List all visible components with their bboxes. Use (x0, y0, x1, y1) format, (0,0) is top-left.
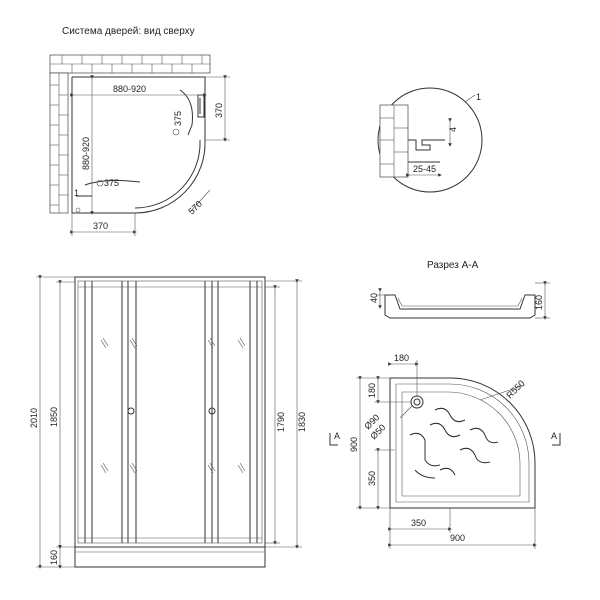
top-view-title: Система дверей: вид сверху (62, 26, 195, 37)
top-view-bottom-label: 370 (93, 221, 108, 231)
tray-bottom-350-label: 350 (411, 518, 426, 528)
tray-top-offset-label: 180 (394, 353, 409, 363)
top-view-570-label: 570 (186, 199, 204, 217)
tray-width-label: 900 (450, 533, 465, 543)
top-view-marker: 1 (74, 188, 79, 198)
front-tray-height-label: 160 (49, 550, 59, 565)
front-view: 2010 1850 160 1790 1830 (29, 275, 307, 569)
top-view-brick-wall (49, 54, 211, 214)
tray-depth-label: 900 (349, 437, 359, 452)
section-height-label: 160 (534, 295, 544, 310)
top-view-r375-label-b: 375 (104, 178, 119, 188)
top-view-side-label: 370 (214, 103, 224, 118)
top-view: Система дверей: вид сверху (49, 26, 230, 236)
front-frame-height-label: 1830 (297, 412, 307, 432)
top-view-r375-label-a: 375 (173, 111, 183, 126)
anti-slip-pattern (409, 407, 499, 479)
right-door-handle-icon (208, 407, 216, 415)
tray-left-350-label: 350 (367, 471, 377, 486)
top-view-width-label: 880-920 (113, 84, 146, 94)
section-mark-right: A (551, 431, 557, 441)
section-view: Разрез А-А 40 160 (369, 260, 550, 320)
tray-radius-label: R550 (504, 378, 526, 400)
detail-view: 4 25-45 1 (377, 87, 483, 193)
detail-gap-label: 4 (448, 127, 458, 132)
front-door-height-label: 1790 (276, 412, 286, 432)
detail-marker: 1 (476, 92, 481, 102)
left-door-handle-icon (127, 407, 135, 415)
drain-outer-icon (410, 395, 424, 409)
tray-left-offset-label: 180 (367, 383, 377, 398)
drain-inner-icon (413, 398, 421, 406)
top-view-depth-label: 880-920 (81, 137, 91, 170)
detail-range-label: 25-45 (413, 164, 436, 174)
tray-plan-view: 180 180 R550 Ø90 Ø50 900 350 350 900 A A (329, 353, 561, 549)
front-total-height-label: 2010 (29, 408, 39, 428)
section-mark-left: A (334, 431, 340, 441)
section-title: Разрез А-А (427, 260, 479, 271)
front-panel-height-label: 1850 (49, 407, 59, 427)
section-depth-label: 40 (369, 293, 379, 303)
